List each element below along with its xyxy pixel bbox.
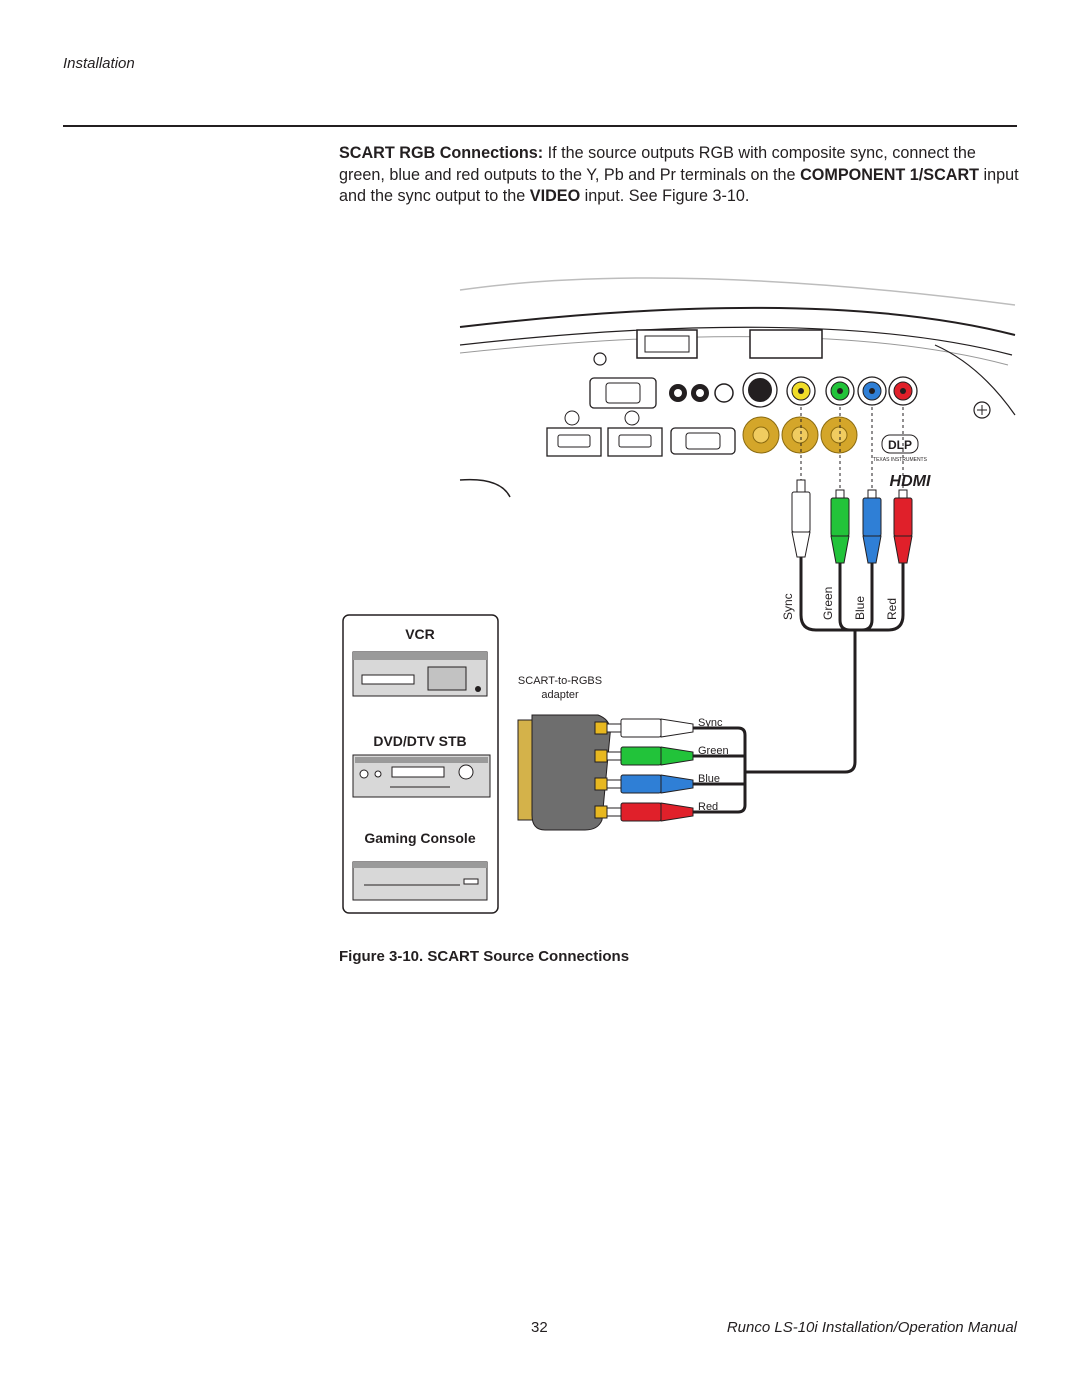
hlabel-red: Red	[698, 801, 718, 813]
hlabel-blue: Blue	[698, 773, 720, 785]
horizontal-cables	[693, 726, 747, 814]
vlabel-sync: Sync	[781, 593, 795, 620]
connection-diagram: DLP TEXAS INSTRUMENTS HDMI	[342, 277, 1016, 914]
adapter-label-2: adapter	[541, 689, 579, 701]
dlp-logo-text: DLP	[888, 438, 912, 452]
hdmi-logo: HDMI	[890, 473, 931, 490]
vlabel-green: Green	[821, 587, 835, 620]
dvd-stb-icon	[352, 754, 491, 798]
device-label-vcr: VCR	[405, 626, 435, 642]
paragraph-video-term: VIDEO	[529, 187, 581, 205]
device-label-console: Gaming Console	[364, 830, 475, 846]
vcr-icon	[352, 651, 488, 697]
adapter-plug-sync	[606, 718, 694, 738]
vertical-cable-labels: Sync Green Blue Red	[781, 587, 899, 620]
adapter-plug-green	[606, 746, 694, 766]
rca-plug-sync	[791, 479, 811, 558]
horizontal-cable-labels: Sync Green Blue Red	[698, 717, 729, 813]
page-number: 32	[531, 1319, 548, 1336]
vlabel-red: Red	[885, 598, 899, 620]
projector-panel	[459, 277, 1016, 498]
source-devices-panel: VCR DVD/DTV STB Gaming Console	[342, 614, 499, 914]
hlabel-sync: Sync	[698, 717, 723, 729]
paragraph-text-2: input and the sync output to the	[339, 165, 1019, 206]
rca-plug-red	[893, 489, 913, 564]
vlabel-blue: Blue	[853, 596, 867, 620]
guide-lines	[800, 407, 904, 490]
scart-adapter: SCART-to-RGBS adapter	[517, 675, 611, 831]
dlp-logo: DLP TEXAS INSTRUMENTS	[873, 434, 928, 463]
vertical-cables	[745, 557, 905, 774]
rca-plug-blue	[862, 489, 882, 564]
paragraph-component-term: COMPONENT 1/SCART	[800, 165, 980, 184]
ti-logo-text: TEXAS INSTRUMENTS	[873, 457, 928, 463]
device-label-dvd: DVD/DTV STB	[373, 733, 466, 749]
gaming-console-icon	[352, 861, 488, 901]
paragraph-lead: SCART RGB Connections:	[339, 144, 544, 162]
section-header: Installation	[63, 55, 135, 72]
paragraph-text-3: input. See Figure 3-10.	[580, 187, 750, 205]
adapter-plug-red	[606, 802, 694, 822]
header-rule	[63, 125, 1017, 127]
adapter-label-1: SCART-to-RGBS	[518, 675, 602, 687]
adapter-plug-blue	[606, 774, 694, 794]
rca-plug-green	[830, 489, 850, 564]
paragraph-text-1: If the source outputs RGB with composite…	[339, 144, 976, 184]
manual-title: Runco LS-10i Installation/Operation Manu…	[726, 1319, 1017, 1336]
figure-caption: Figure 3-10. SCART Source Connections	[339, 948, 630, 965]
body-paragraph: SCART RGB Connections: If the source out…	[339, 143, 1019, 208]
hlabel-green: Green	[698, 745, 729, 757]
